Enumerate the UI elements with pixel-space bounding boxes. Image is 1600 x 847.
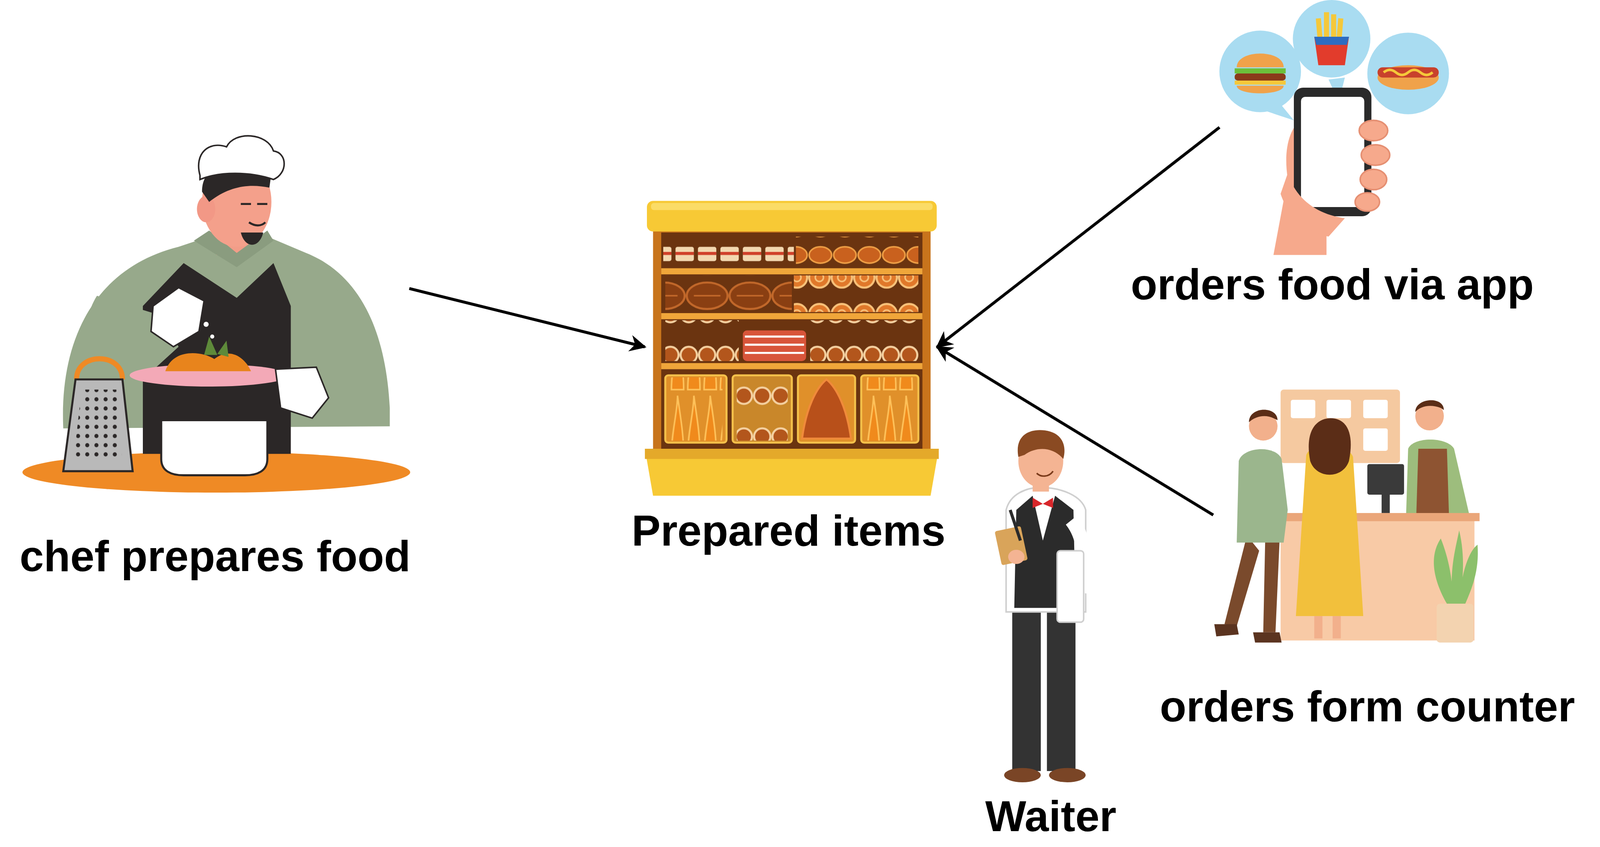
flow-arrow [937, 127, 1220, 348]
node-label: orders form counter [1159, 682, 1575, 731]
node-label: Prepared items [631, 507, 946, 555]
waiter-illustration [994, 430, 1086, 783]
flow-arrow [409, 288, 645, 348]
chef-node: chef prepares food [20, 141, 410, 493]
app-order-node: orders food via app [1219, 0, 1450, 255]
node-label: Waiter [985, 792, 1117, 841]
flow-arrow [937, 347, 1214, 516]
display-case-node: Prepared items [644, 198, 938, 496]
counter-order-node: orders form counter [1213, 386, 1481, 650]
node-label: orders food via app [1130, 260, 1534, 309]
node-label: chef prepares food [19, 532, 411, 581]
waiter-node: Waiter [973, 413, 1107, 790]
display-case-illustration [644, 200, 939, 496]
counter-order-illustration [1214, 389, 1480, 643]
phone-order-illustration [1219, 0, 1450, 256]
chef-illustration [22, 135, 411, 493]
